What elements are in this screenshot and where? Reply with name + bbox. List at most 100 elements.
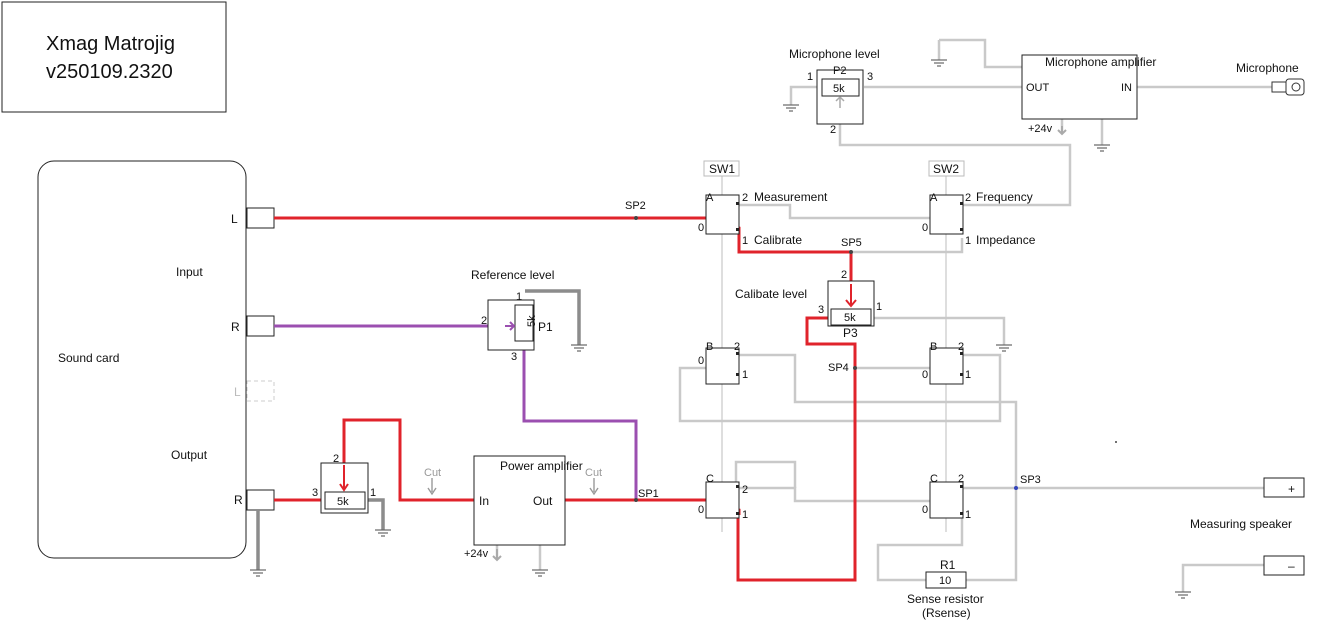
svg-text:2: 2 xyxy=(742,484,748,496)
sw1-label: SW1 xyxy=(709,162,735,176)
cut-arrow-icon xyxy=(427,478,437,496)
svg-text:B: B xyxy=(930,341,937,353)
ground-icon xyxy=(931,59,947,67)
svg-text:In: In xyxy=(479,494,489,508)
svg-text:SP2: SP2 xyxy=(625,200,646,212)
signal-points: SP2 SP5 SP4 SP1 SP3 xyxy=(625,200,1117,502)
svg-text:–: – xyxy=(1288,559,1295,573)
contact-dots xyxy=(736,202,963,515)
svg-text:Cut: Cut xyxy=(424,467,441,479)
sw2-section-a: A 0 2 1 xyxy=(922,192,971,247)
ground-icon xyxy=(250,569,266,577)
pot-p2: Microphone level 5k P2 1 2 3 xyxy=(789,47,880,136)
jack-output-l xyxy=(246,380,275,402)
svg-text:2: 2 xyxy=(734,341,740,353)
sw2-section-c: C 0 2 1 xyxy=(922,473,971,521)
svg-text:+24v: +24v xyxy=(1028,123,1053,135)
sound-card: Sound card Input Output L R L R xyxy=(37,160,275,559)
svg-text:2: 2 xyxy=(958,341,964,353)
input-r-label: R xyxy=(231,320,240,334)
svg-text:1: 1 xyxy=(965,509,971,521)
svg-text:1: 1 xyxy=(742,509,748,521)
svg-text:SP4: SP4 xyxy=(828,362,849,374)
svg-text:2: 2 xyxy=(965,192,971,204)
cut-arrow-icon xyxy=(589,478,599,496)
ground-symbols xyxy=(250,59,1191,599)
svg-text:5k: 5k xyxy=(833,83,845,95)
svg-text:10: 10 xyxy=(939,575,951,587)
svg-text:0: 0 xyxy=(922,222,928,234)
svg-text:3: 3 xyxy=(867,71,873,83)
svg-text:B: B xyxy=(706,341,713,353)
r1-caption: Sense resistor xyxy=(907,592,984,606)
p3-label: P3 xyxy=(843,326,858,340)
svg-text:1: 1 xyxy=(965,235,971,247)
grey-wires xyxy=(495,38,1272,592)
svg-text:Out: Out xyxy=(533,494,553,508)
svg-text:IN: IN xyxy=(1121,82,1132,94)
svg-text:A: A xyxy=(706,192,714,204)
svg-text:3: 3 xyxy=(312,487,318,499)
pot-p1: Reference level 5k P1 1 2 3 xyxy=(471,268,554,363)
purple-wires xyxy=(274,324,638,500)
svg-text:Cut: Cut xyxy=(585,467,602,479)
ground-icon xyxy=(996,344,1012,352)
svg-text:C: C xyxy=(706,473,714,485)
sound-card-label: Sound card xyxy=(58,351,119,365)
output-label: Output xyxy=(171,448,208,462)
svg-text:1: 1 xyxy=(516,291,522,303)
svg-text:SP5: SP5 xyxy=(841,237,862,249)
p2-caption: Microphone level xyxy=(789,47,880,61)
jack-output-r xyxy=(246,489,275,511)
svg-text:1: 1 xyxy=(742,235,748,247)
svg-text:0: 0 xyxy=(922,504,928,516)
ground-icon xyxy=(571,344,587,352)
svg-text:+24v: +24v xyxy=(464,548,489,560)
mode-impedance: Impedance xyxy=(976,233,1036,247)
svg-text:2: 2 xyxy=(841,269,847,281)
power-amp-label: Power amplifier xyxy=(500,459,583,473)
svg-text:0: 0 xyxy=(698,504,704,516)
p2-label: P2 xyxy=(833,65,846,77)
svg-text:C: C xyxy=(930,473,938,485)
svg-text:2: 2 xyxy=(481,315,487,327)
title-line-1: Xmag Matrojig xyxy=(46,33,175,55)
p3-caption: Calibate level xyxy=(735,287,807,301)
svg-text:3: 3 xyxy=(818,304,824,316)
jack-input-l xyxy=(246,207,275,229)
sw2-label: SW2 xyxy=(933,162,959,176)
r1-label: R1 xyxy=(940,558,956,572)
svg-text:5k: 5k xyxy=(526,315,538,327)
switch-shafts: SW1 SW2 xyxy=(703,160,965,532)
mode-calibrate: Calibrate xyxy=(754,233,802,247)
svg-text:0: 0 xyxy=(698,222,704,234)
p1-caption: Reference level xyxy=(471,268,554,282)
power-amplifier: Power amplifier In Out +24v xyxy=(464,455,583,562)
output-r-label: R xyxy=(234,493,243,507)
pot-output: 5k 2 3 1 xyxy=(312,453,376,514)
svg-text:1: 1 xyxy=(876,301,882,313)
measuring-speaker: + Measuring speaker – xyxy=(1190,477,1305,576)
title-block: Xmag Matrojig v250109.2320 xyxy=(1,1,227,113)
ground-icon xyxy=(783,104,799,112)
microphone: Microphone xyxy=(1236,61,1305,96)
output-l-label: L xyxy=(234,385,241,399)
sw1-section-b: B 0 2 1 xyxy=(698,341,748,385)
svg-text:3: 3 xyxy=(511,351,517,363)
p1-label: P1 xyxy=(538,320,553,334)
input-label: Input xyxy=(176,265,203,279)
input-l-label: L xyxy=(231,212,238,226)
jack-input-r xyxy=(246,315,275,337)
pot-p3: Calibate level 5k P3 2 3 1 xyxy=(735,269,882,340)
svg-text:2: 2 xyxy=(333,453,339,465)
svg-text:1: 1 xyxy=(742,369,748,381)
svg-text:1: 1 xyxy=(370,487,376,499)
sw1-section-a: A 0 2 1 xyxy=(698,192,748,247)
svg-text:OUT: OUT xyxy=(1026,82,1050,94)
svg-text:2: 2 xyxy=(830,124,836,136)
ground-icon xyxy=(532,569,548,577)
svg-text:1: 1 xyxy=(807,71,813,83)
sw1-section-c: C 0 2 1 xyxy=(698,473,748,521)
svg-text:A: A xyxy=(930,192,938,204)
